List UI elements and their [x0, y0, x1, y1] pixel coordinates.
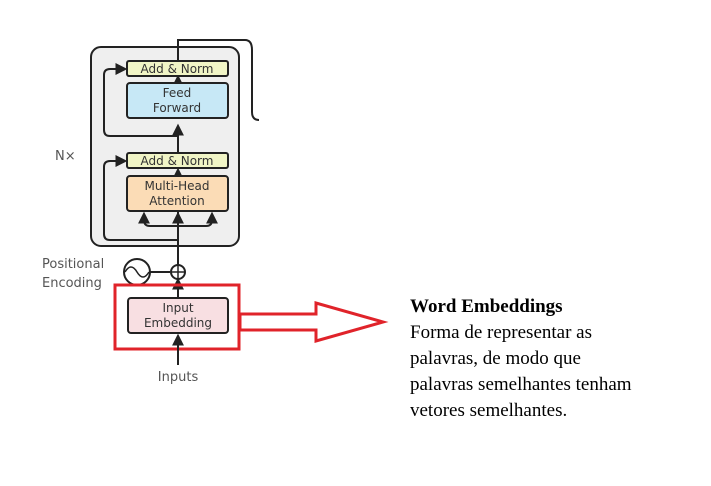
residual-connection-top	[103, 63, 178, 137]
feed-forward-label-line2: Forward	[153, 101, 201, 115]
input-embedding-label-line2: Embedding	[144, 316, 212, 330]
annotation-title: Word Embeddings	[410, 296, 563, 317]
annotation-line: Forma de representar as	[410, 322, 593, 343]
input-embedding-block	[127, 297, 229, 334]
attention-label-line2: Attention	[149, 194, 204, 208]
encoder-output-line	[177, 39, 260, 121]
feed-forward-block	[126, 82, 229, 119]
annotation-line: palavras semelhantes tenham	[410, 374, 632, 395]
inputs-label: Inputs	[158, 370, 199, 385]
sine-wave-icon	[124, 266, 150, 278]
annotation-text: Word Embeddings Forma de representar as …	[410, 294, 705, 424]
residual-connection-bottom	[103, 155, 178, 241]
positional-encoding-label-line1: Positional	[42, 257, 104, 272]
attention-label-line1: Multi-Head	[144, 179, 209, 193]
add-norm-top-label: Add & Norm	[141, 62, 214, 76]
repeat-label: N×	[55, 149, 76, 164]
red-pointer-arrow	[238, 301, 389, 343]
annotation-line: vetores semelhantes.	[410, 400, 568, 421]
feed-forward-label-line1: Feed	[163, 86, 192, 100]
add-norm-bottom-label: Add & Norm	[141, 154, 214, 168]
attention-branch-right	[178, 211, 218, 227]
attention-branch-left	[138, 211, 178, 227]
input-embedding-label-line1: Input	[162, 301, 193, 315]
multi-head-attention-block	[126, 175, 229, 212]
add-norm-bottom-block	[126, 152, 229, 169]
annotation-line: palavras, de modo que	[410, 348, 581, 369]
add-norm-top-block	[126, 60, 229, 77]
positional-encoding-label-line2: Encoding	[42, 276, 102, 291]
